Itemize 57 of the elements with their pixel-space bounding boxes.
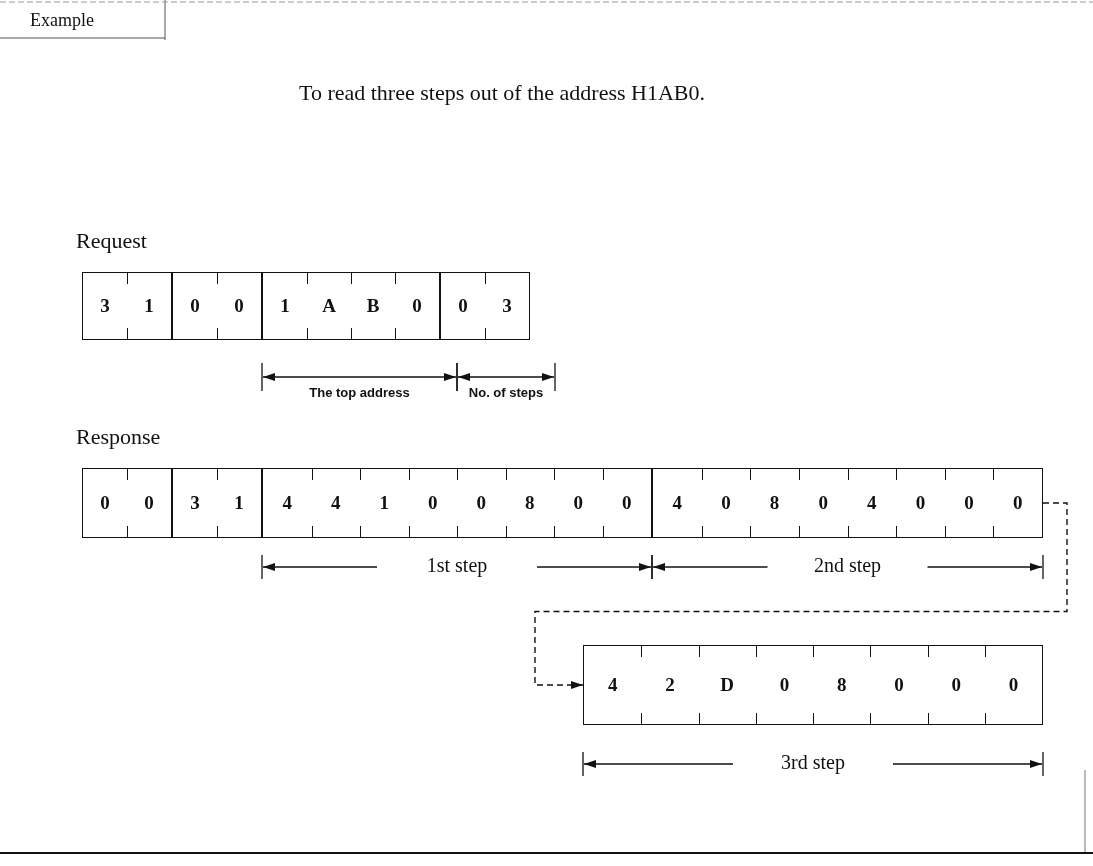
hex-digit: 4 [672,492,683,514]
hex-digit: 8 [836,674,847,696]
data-field [262,272,440,340]
hex-digit: 0 [428,492,438,514]
data-field [172,272,262,340]
hex-digit: 0 [894,674,904,696]
hex-digit: 8 [525,492,535,514]
hex-digit: 0 [818,492,828,514]
hex-digit: B [366,295,380,317]
hex-digit: 0 [100,492,110,514]
hex-digit: 4 [331,492,341,514]
hex-digit: 1 [379,492,389,514]
hex-digit: A [322,295,336,317]
hex-digit: 1 [280,295,290,317]
hex-digit: 3 [190,492,200,514]
hex-digit: 3 [100,295,110,317]
dimension-label: 1st step [425,554,489,577]
hex-digit: 0 [190,295,200,317]
dimension-label: The top address [308,385,411,400]
hex-digit: 0 [1008,674,1019,696]
hex-digit: 3 [502,295,512,317]
hex-digit: 0 [458,295,468,317]
dimension-label: No. of steps [467,385,545,400]
hex-digit: 1 [144,295,154,317]
data-field [652,468,1043,538]
data-field [262,468,652,538]
tab-label: Example [30,10,94,31]
section-heading: Request [76,228,147,254]
dimension-label: 2nd step [812,554,883,577]
connector-arrow [534,502,1068,689]
hex-digit: 0 [573,492,583,514]
hex-digit: 0 [144,492,154,514]
hex-digit: 0 [915,492,926,514]
hex-digit: 0 [951,674,961,696]
data-field [440,272,530,340]
hex-digit: 0 [476,492,486,514]
hex-digit: 0 [721,492,731,514]
hex-digit: 2 [665,674,675,696]
data-field [82,468,172,538]
data-field [583,645,1043,725]
data-field [172,468,262,538]
section-heading: Response [76,424,161,450]
hex-digit: 4 [607,674,618,696]
hex-digit: 0 [234,295,244,317]
hex-digit: 4 [867,492,877,514]
dimension-label: 3rd step [780,751,846,774]
hex-digit: 0 [622,492,632,514]
hex-digit: D [720,674,734,696]
hex-digit: 0 [964,492,974,514]
hex-digit: 0 [1012,492,1023,514]
hex-digit: 4 [282,492,292,514]
hex-digit: 0 [779,674,790,696]
hex-digit: 8 [769,492,780,514]
hex-digit: 1 [234,492,244,514]
title: To read three steps out of the address H1AB0. [299,80,705,106]
data-field [82,272,172,340]
hex-digit: 0 [412,295,422,317]
